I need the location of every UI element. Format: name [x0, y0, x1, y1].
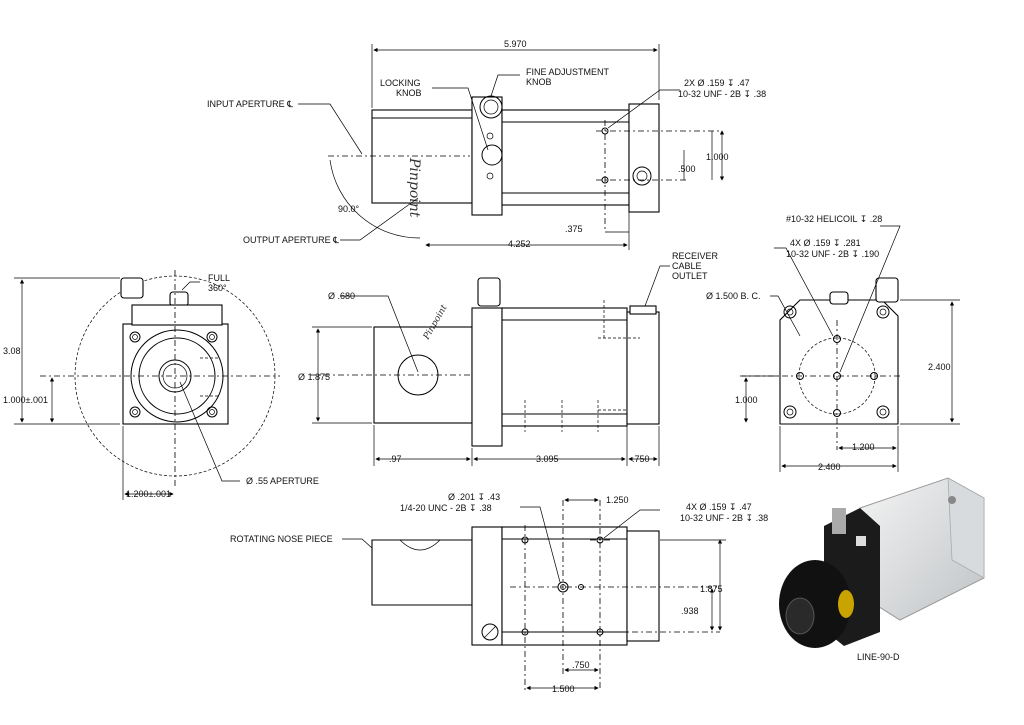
- label-input-aperture: INPUT APERTURE ℄: [207, 99, 293, 109]
- label-output-aperture: OUTPUT APERTURE ℄: [243, 235, 339, 245]
- dim-750-side: .750: [632, 454, 650, 464]
- note-bottom-hole-2: 1/4-20 UNC - 2B ↧ .38: [400, 503, 492, 513]
- receiver-connector: [632, 166, 652, 186]
- dim-1875-side: Ø 1.875: [298, 372, 330, 382]
- dim-500-top: .500: [678, 164, 696, 174]
- label-fine-adjust-2: KNOB: [526, 77, 552, 87]
- dim-97: .97: [389, 454, 402, 464]
- dim-2400-h: 2.400: [818, 462, 841, 472]
- top-main-housing: [501, 109, 630, 206]
- end-fine-knob: [120, 277, 144, 299]
- dim-1875-bottom: 1.875: [700, 584, 723, 594]
- note-rear-holes-1: 4X Ø .159 ↧ .281: [790, 238, 861, 248]
- side-housing: [501, 307, 628, 427]
- model-label: LINE-90-D: [857, 652, 900, 662]
- note-bottom-holes-2: 10-32 UNF - 2B ↧ .38: [680, 513, 768, 523]
- dim-2400-v: 2.400: [928, 362, 951, 372]
- dim-938: .938: [681, 606, 699, 616]
- note-rear-holes-2: 10-32 UNF - 2B ↧ .190: [786, 249, 879, 259]
- label-bolt-circle: Ø 1.500 B. C.: [706, 291, 761, 301]
- bottom-view: [342, 497, 726, 691]
- bottom-screw: [481, 623, 499, 641]
- note-bottom-holes-1: 4X Ø .159 ↧ .47: [686, 502, 752, 512]
- side-knob: [477, 277, 501, 307]
- dim-1000-top: 1.000: [706, 152, 729, 162]
- label-receiver-3: OUTLET: [672, 271, 708, 281]
- label-dia-680: Ø .680: [328, 291, 355, 301]
- label-full-2: 360°: [208, 283, 227, 293]
- label-locking-knob-1: LOCKING: [380, 78, 421, 88]
- right-end-view: [740, 225, 960, 472]
- dim-overall-length: 5.970: [504, 39, 527, 49]
- dim-3095: 3.095: [536, 454, 559, 464]
- dim-750-bottom: .750: [572, 660, 590, 670]
- dim-angle: 90.0°: [338, 204, 360, 214]
- note-helicoil: #10-32 HELICOIL ↧ .28: [786, 214, 882, 224]
- note-top-holes-1: 2X Ø .159 ↧ .47: [684, 78, 750, 88]
- rear-lock-knob: [829, 291, 849, 305]
- side-rear-cap: [626, 311, 660, 425]
- rear-plate: [779, 299, 899, 425]
- left-end-view: [14, 270, 280, 500]
- note-bottom-hole-1: Ø .201 ↧ .43: [448, 492, 500, 502]
- top-rear-cap: [628, 103, 660, 213]
- dim-1250: 1.250: [606, 495, 629, 505]
- dim-4252: 4.252: [508, 239, 531, 249]
- side-mount: [471, 307, 503, 447]
- dim-1000-left: 1.000±.001: [3, 395, 48, 405]
- label-rotating-nose: ROTATING NOSE PIECE: [230, 534, 333, 544]
- dim-308: 3.08: [3, 346, 21, 356]
- top-view: Pinpoint: [298, 44, 725, 250]
- label-aperture: Ø .55 APERTURE: [246, 476, 319, 486]
- label-locking-knob-2: KNOB: [396, 88, 422, 98]
- rear-fine-knob: [875, 277, 899, 303]
- brand-logo-top: Pinpoint: [406, 157, 422, 218]
- dim-1200-rear: 1.200: [852, 442, 875, 452]
- dim-1500: 1.500: [552, 684, 575, 694]
- note-top-holes-2: 10-32 UNF - 2B ↧ .38: [678, 89, 766, 99]
- locking-knob: [481, 144, 503, 166]
- product-render: [779, 477, 985, 648]
- dim-1200-left: 1.200±.001: [126, 489, 171, 499]
- dim-1000-rear: 1.000: [735, 395, 758, 405]
- bottom-rear: [626, 530, 660, 642]
- end-lock-knob: [169, 291, 189, 307]
- label-receiver-1: RECEIVER: [672, 251, 719, 261]
- label-receiver-2: CABLE: [672, 261, 702, 271]
- bottom-housing: [501, 526, 628, 646]
- cable-outlet: [629, 305, 657, 315]
- bottom-mount: [471, 526, 503, 646]
- label-fine-adjust-1: FINE ADJUSTMENT: [526, 67, 610, 77]
- label-full-1: FULL: [208, 273, 230, 283]
- top-nose-piece: [371, 109, 473, 204]
- dim-375: .375: [565, 224, 583, 234]
- side-view: Pinpoint: [310, 265, 670, 466]
